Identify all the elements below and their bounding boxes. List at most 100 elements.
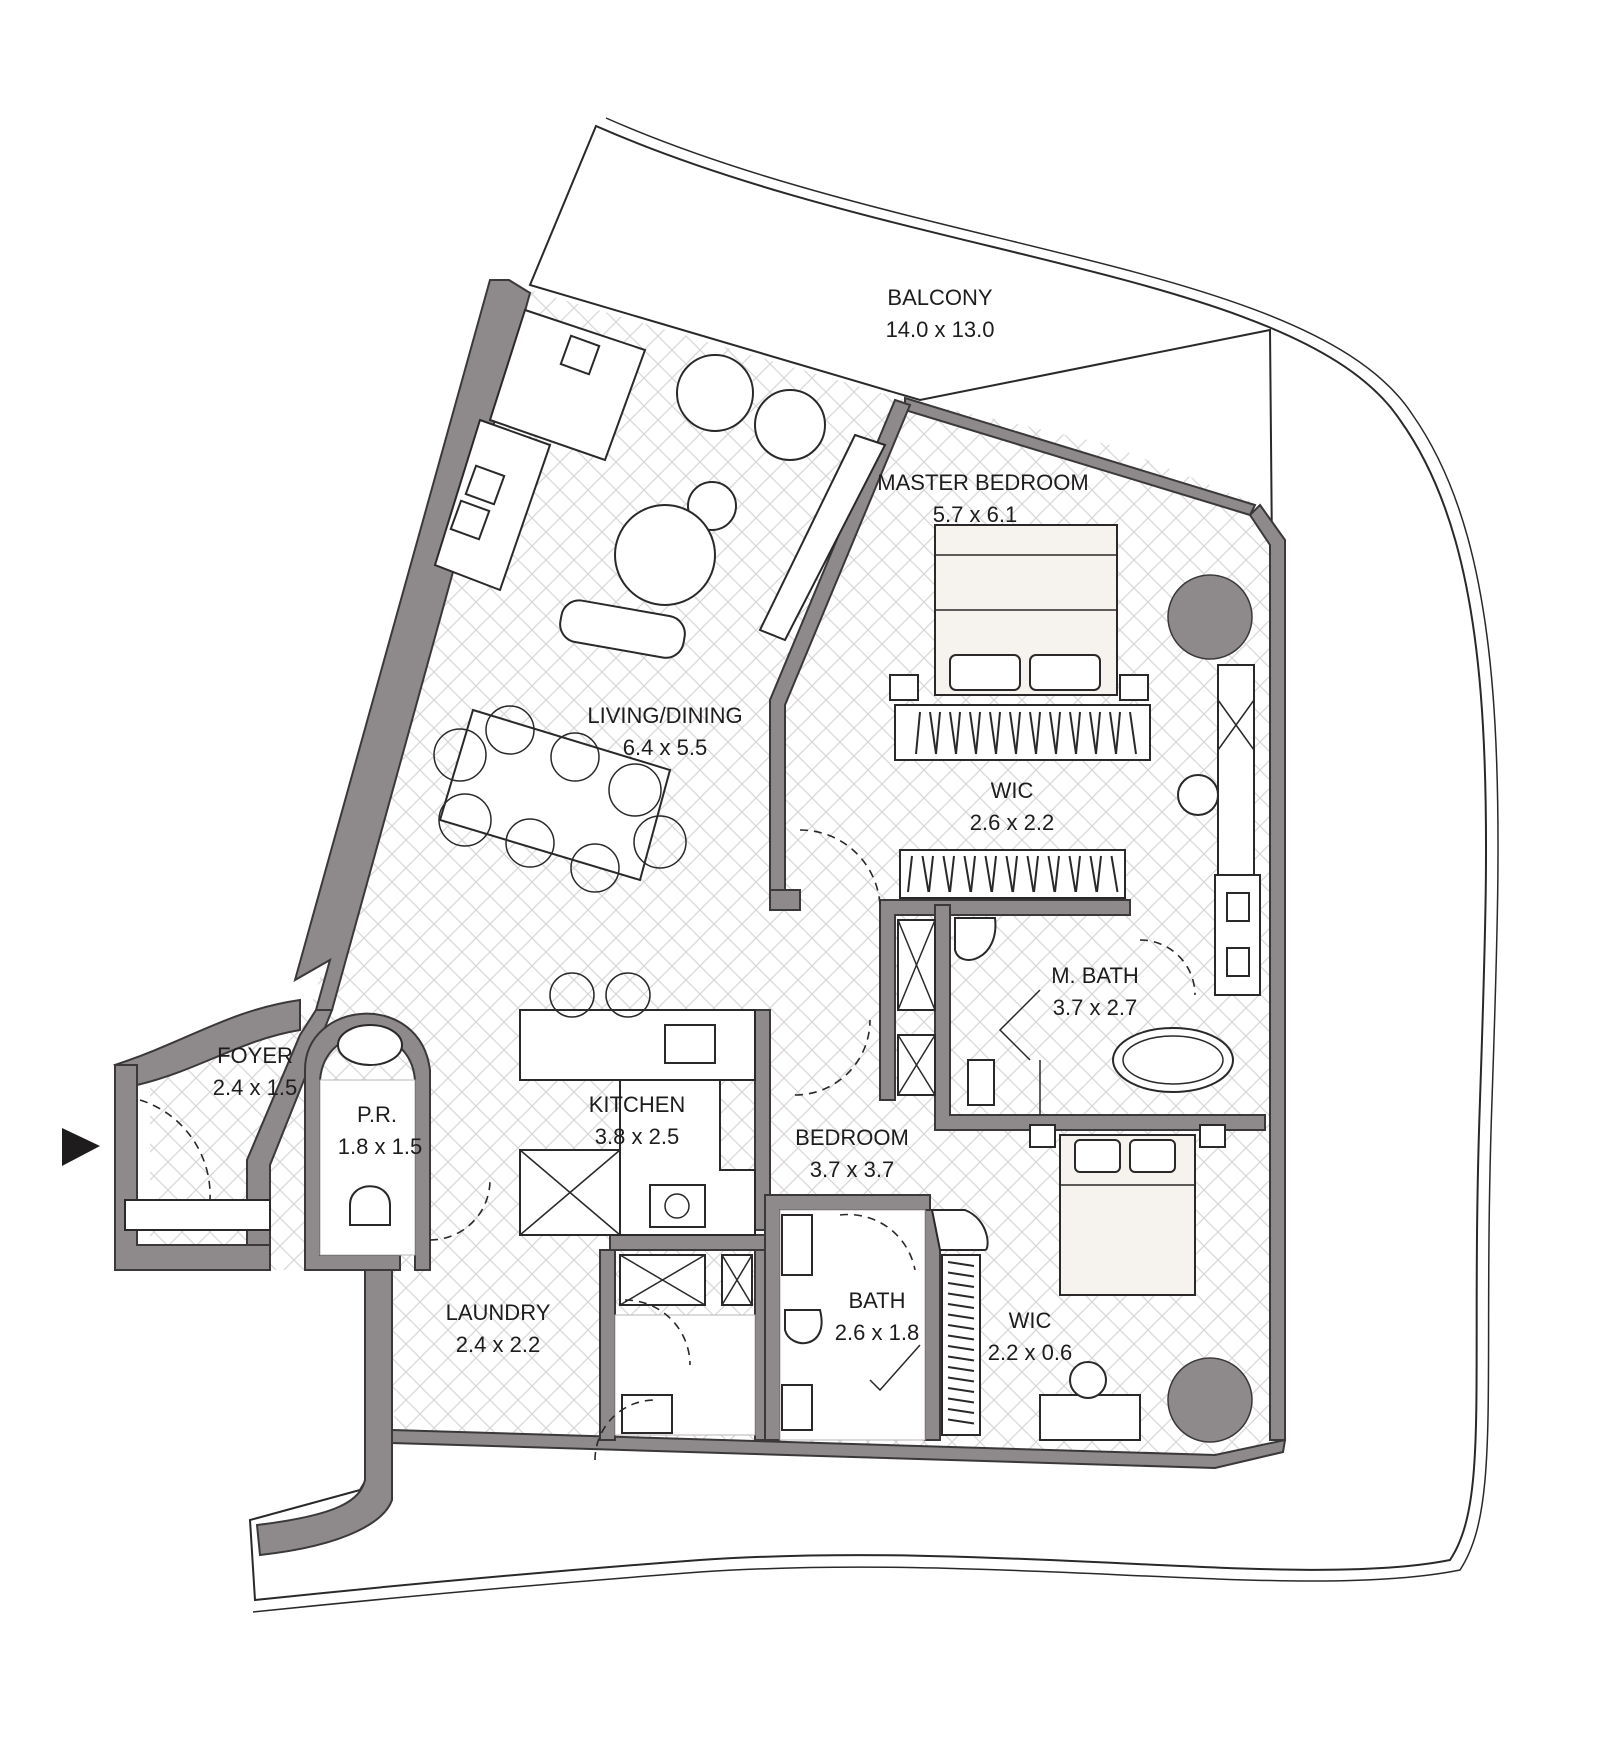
hanger-mark	[907, 855, 913, 893]
hanger-mark	[947, 1397, 975, 1404]
hanger-mark	[963, 855, 972, 893]
column	[1167, 1357, 1253, 1443]
kitchen-name: KITCHEN	[589, 1092, 686, 1117]
hanger-mark	[947, 1324, 975, 1330]
hanger-mark	[929, 711, 937, 755]
hanger-mark	[949, 855, 955, 893]
room-label-kitchen: KITCHEN 3.8 x 2.5	[589, 1092, 686, 1149]
desk-chair	[1069, 1361, 1107, 1399]
hanger-mark	[1115, 711, 1121, 755]
room-label-bath: BATH 2.6 x 1.8	[835, 1288, 919, 1345]
dining-table	[433, 705, 687, 893]
kitchen-island	[519, 972, 756, 1081]
hanger-mark	[949, 711, 957, 755]
hanger-mark	[1069, 711, 1077, 755]
hanger-mark	[1089, 711, 1097, 755]
master-bedroom-name: MASTER BEDROOM	[877, 470, 1088, 495]
hanger-mark	[1054, 855, 1060, 893]
hanger-mark	[969, 711, 977, 755]
master-bed	[889, 524, 1151, 761]
hanger-mark	[1035, 711, 1041, 755]
powder-room-dims: 1.8 x 1.5	[338, 1134, 422, 1159]
living-dining-name: LIVING/DINING	[587, 703, 742, 728]
hanger-mark	[1075, 855, 1081, 893]
hanger-mark	[1129, 711, 1137, 755]
room-label-powder-room: P.R. 1.8 x 1.5	[338, 1102, 422, 1159]
hanger-mark	[1089, 855, 1098, 893]
foyer-dims: 2.4 x 1.5	[213, 1075, 297, 1100]
hanger-mark	[947, 1334, 975, 1341]
master-bedroom-dims: 5.7 x 6.1	[933, 502, 1017, 527]
hanger-mark	[947, 1282, 975, 1288]
hanger-mark	[921, 855, 930, 893]
foyer-name: FOYER	[217, 1043, 293, 1068]
room-label-bedroom: BEDROOM 3.7 x 3.7	[795, 1125, 909, 1182]
hanger-mark	[1055, 711, 1061, 755]
hanger-mark	[947, 1313, 975, 1320]
hanger-mark	[995, 711, 1001, 755]
hanger-mark	[947, 1271, 975, 1278]
tv-console	[758, 433, 887, 642]
ottoman	[559, 599, 686, 659]
wic-bedroom-name: WIC	[1009, 1308, 1052, 1333]
bedroom-dims: 3.7 x 3.7	[810, 1157, 894, 1182]
hanger-mark	[1047, 855, 1056, 893]
hanger-mark	[1049, 711, 1057, 755]
room-label-wic-bedroom: WIC 2.2 x 0.6	[988, 1308, 1072, 1365]
bath-name: BATH	[848, 1288, 905, 1313]
hanger-mark	[947, 1387, 975, 1393]
room-label-foyer: FOYER 2.4 x 1.5	[213, 1043, 297, 1100]
balcony-dims: 14.0 x 13.0	[886, 317, 995, 342]
powder-room-fixtures	[319, 1024, 416, 1256]
hanger-mark	[947, 1303, 975, 1309]
hanger-mark	[1012, 855, 1018, 893]
hanger-mark	[1110, 855, 1119, 893]
room-label-m-bath: M. BATH 3.7 x 2.7	[1051, 963, 1139, 1020]
laundry-dims: 2.4 x 2.2	[456, 1332, 540, 1357]
balcony-name: BALCONY	[887, 285, 992, 310]
hanger-mark	[947, 1261, 975, 1267]
column	[1167, 574, 1253, 660]
coffee-table	[614, 504, 716, 606]
kitchen-dims: 3.8 x 2.5	[595, 1124, 679, 1149]
living-dining-dims: 6.4 x 5.5	[623, 735, 707, 760]
bath-dims: 2.6 x 1.8	[835, 1320, 919, 1345]
master-bath-fixtures	[954, 874, 1261, 1115]
hanger-mark	[1068, 855, 1077, 893]
hanger-mark	[984, 855, 993, 893]
wic-master-name: WIC	[991, 778, 1034, 803]
balcony-outline	[248, 117, 1499, 1613]
powder-room-name: P.R.	[357, 1102, 397, 1127]
hanger-mark	[1005, 855, 1014, 893]
hanger-mark	[947, 1345, 975, 1351]
hanger-mark	[1096, 855, 1102, 893]
hanger-mark	[1075, 711, 1081, 755]
bedroom-bed	[1029, 1124, 1226, 1296]
m-bath-name: M. BATH	[1051, 963, 1139, 988]
entry-arrow-icon	[62, 1128, 100, 1166]
hanger-mark	[991, 855, 997, 893]
desk	[1039, 1394, 1141, 1441]
wardrobe-hangers	[915, 711, 1137, 755]
laundry-name: LAUNDRY	[446, 1300, 551, 1325]
hanger-mark	[947, 1366, 975, 1372]
hanger-mark	[1015, 711, 1021, 755]
door-swings	[139, 829, 1196, 1461]
wardrobe-hangers	[907, 855, 1119, 893]
hanger-mark	[947, 1292, 975, 1299]
bedroom-name: BEDROOM	[795, 1125, 909, 1150]
sofa-set	[433, 308, 647, 592]
hanger-mark	[1009, 711, 1017, 755]
shower-boxes	[897, 919, 936, 1096]
armchairs	[676, 354, 826, 531]
hanger-mark	[928, 855, 934, 893]
room-label-balcony: BALCONY 14.0 x 13.0	[886, 285, 995, 342]
hanger-mark	[947, 1418, 975, 1425]
hanger-mark	[947, 1376, 975, 1383]
room-label-master-bedroom: MASTER BEDROOM 5.7 x 6.1	[877, 470, 1088, 527]
hanger-mark	[935, 711, 941, 755]
room-label-living-dining: LIVING/DINING 6.4 x 5.5	[587, 703, 742, 760]
cooktop	[649, 1184, 706, 1228]
hanger-mark	[942, 855, 951, 893]
